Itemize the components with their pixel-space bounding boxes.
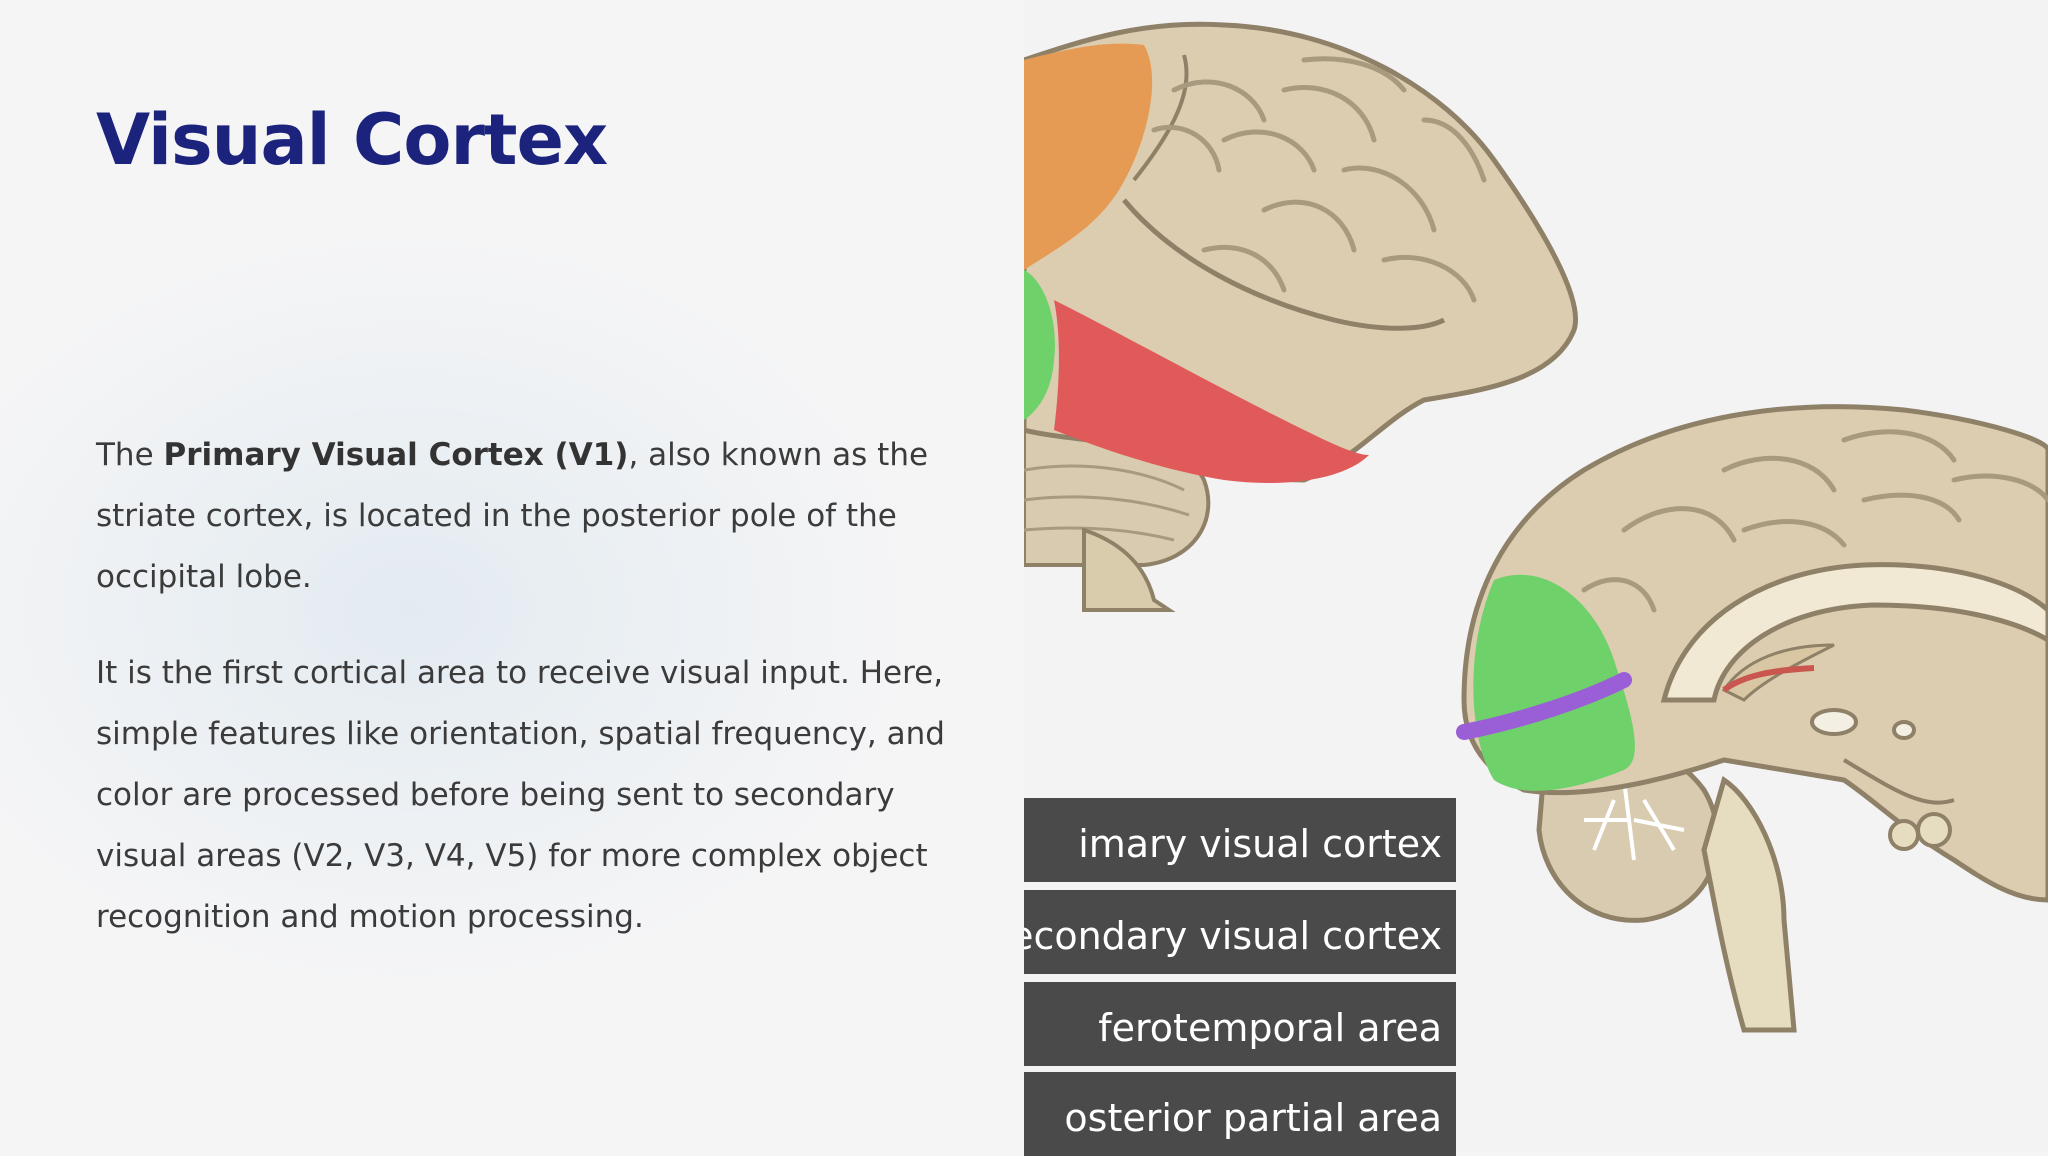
green-region-medial — [1473, 574, 1635, 791]
label-text: osterior partial area — [1064, 1096, 1442, 1140]
term-primary-visual-cortex: Primary Visual Cortex (V1) — [163, 437, 629, 473]
label-text: econdary visual cortex — [1024, 914, 1442, 958]
red-region — [1054, 300, 1369, 483]
paragraph-intro-rest: , also known as the striate cortex, is l… — [96, 437, 929, 595]
label-secondary-visual-cortex: econdary visual cortex — [1024, 890, 1456, 974]
green-region-lateral — [1024, 270, 1055, 420]
orange-region — [1024, 43, 1153, 270]
paragraph-v1-intro: The Primary Visual Cortex (V1), also kno… — [96, 425, 946, 608]
paragraph-function: It is the first cortical area to receive… — [96, 655, 945, 935]
label-primary-visual-cortex: imary visual cortex — [1024, 798, 1456, 882]
brain-figure — [1024, 0, 2048, 1152]
label-inferotemporal-area: ferotemporal area — [1024, 982, 1456, 1066]
medial-brainstem — [1701, 776, 1797, 1033]
label-text: ferotemporal area — [1098, 1006, 1442, 1050]
label-text: imary visual cortex — [1078, 822, 1442, 866]
label-posterior-parietal-area: osterior partial area — [1024, 1072, 1456, 1156]
brain-illustration — [1024, 21, 2048, 1033]
purple-region — [1456, 672, 1632, 740]
lateral-brainstem — [1082, 527, 1176, 612]
slide-title: Visual Cortex — [96, 99, 608, 181]
paragraph-intro-text: The — [96, 437, 164, 473]
medial-brain — [1456, 404, 2048, 1033]
lateral-brain — [1024, 21, 1578, 612]
